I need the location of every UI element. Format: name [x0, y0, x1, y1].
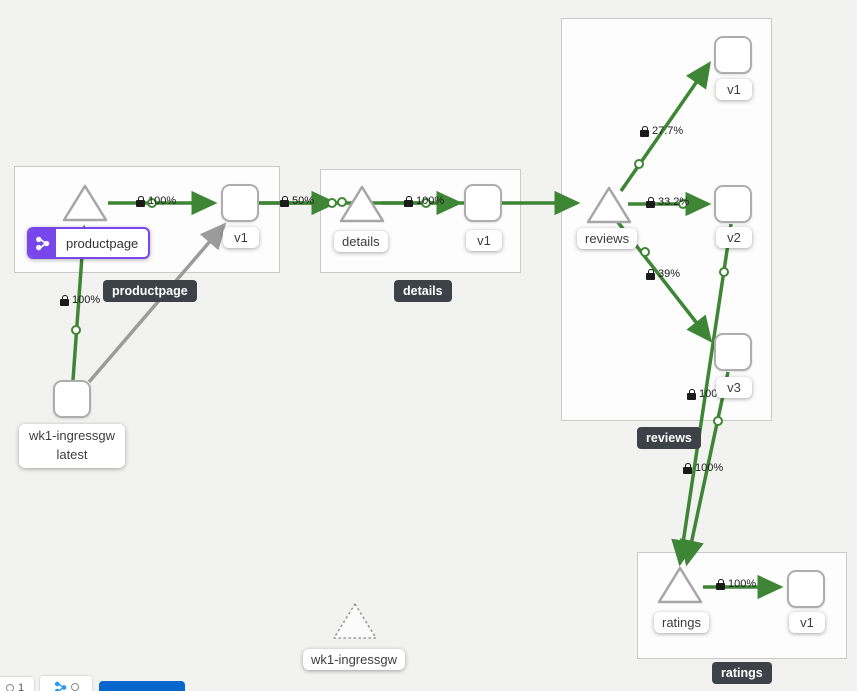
node-label-idle-ingressgw[interactable]: wk1-ingressgw — [303, 649, 405, 670]
edge-label-ratings-to-v1: 100% — [716, 578, 756, 590]
edge-label-reviews-to-v2: 33.2% — [646, 196, 689, 208]
legend-button[interactable] — [99, 681, 185, 691]
workload-node-productpage-v1[interactable] — [221, 184, 259, 222]
node-label-details-v1[interactable]: v1 — [466, 230, 502, 251]
node-label-ratings-v1[interactable]: v1 — [789, 612, 825, 633]
workload-node-ingressgw[interactable] — [53, 380, 91, 418]
node-label-reviews-v1[interactable]: v1 — [716, 79, 752, 100]
mtls-lock-icon — [60, 294, 69, 306]
edge-waypoint — [713, 416, 723, 426]
edge-label-details-to-v1: 100% — [404, 195, 444, 207]
edge-label-ppv1-to-details: 50% — [280, 195, 314, 207]
node-label-reviews[interactable]: reviews — [577, 228, 638, 249]
edge-waypoint — [640, 247, 650, 257]
edge-waypoint — [634, 159, 644, 169]
edge-reviews-v3-to-ratings[interactable] — [679, 371, 730, 567]
triangle-icon — [586, 186, 632, 224]
mtls-lock-icon — [404, 195, 413, 207]
mtls-lock-icon — [716, 578, 725, 590]
node-label-text: productpage — [66, 235, 139, 251]
mtls-lock-icon — [683, 462, 692, 474]
mtls-lock-icon — [280, 195, 289, 207]
edge-waypoint — [421, 198, 431, 208]
code-branch-icon — [54, 681, 66, 691]
edge-reviews-v2-to-ratings[interactable] — [671, 223, 733, 567]
service-node-idle-ingressgw[interactable] — [331, 600, 379, 642]
mtls-lock-icon — [646, 196, 655, 208]
toolbar-count: 1 — [17, 682, 25, 691]
workload-version: latest — [56, 446, 88, 462]
ring-icon — [70, 683, 79, 691]
edge-waypoint — [719, 267, 729, 277]
service-node-details[interactable] — [338, 183, 386, 225]
code-branch-icon — [29, 229, 56, 257]
selected-node-label-productpage[interactable]: productpage — [27, 227, 151, 259]
mtls-lock-icon — [640, 125, 649, 137]
edge-waypoint — [147, 198, 157, 208]
group-badge-ratings[interactable]: ratings — [712, 662, 772, 684]
badge-ring-icon — [5, 684, 14, 691]
toolbar-partial-button-1[interactable]: 1 — [0, 677, 34, 691]
edge-label-reviews-to-v3: 39% — [646, 268, 680, 280]
workload-node-ratings-v1[interactable] — [787, 570, 825, 608]
node-label-ratings[interactable]: ratings — [654, 612, 710, 633]
node-label-details[interactable]: details — [334, 231, 388, 252]
service-node-ratings[interactable] — [656, 564, 704, 606]
edge-label-reviews-to-v1: 27.7% — [640, 125, 683, 137]
workload-node-details-v1[interactable] — [464, 184, 502, 222]
edge-reviews-service-to-v1[interactable] — [619, 61, 711, 192]
mtls-lock-icon — [136, 195, 145, 207]
triangle-icon — [62, 184, 108, 222]
dashed-triangle-icon — [333, 603, 377, 639]
group-badge-details[interactable]: details — [394, 280, 452, 302]
triangle-icon — [657, 566, 703, 604]
workload-name: wk1-ingressgw — [29, 428, 115, 443]
edge-waypoint — [337, 197, 347, 207]
edge-label-ingress-to-productpage: 100% — [60, 294, 100, 306]
node-label-reviews-v2[interactable]: v2 — [716, 227, 752, 248]
triangle-icon — [339, 185, 385, 223]
group-badge-reviews[interactable]: reviews — [637, 427, 701, 449]
node-label-ingressgw[interactable]: wk1-ingressgw latest — [19, 424, 125, 468]
service-node-productpage[interactable] — [61, 182, 109, 224]
workload-node-reviews-v2[interactable] — [714, 185, 752, 223]
toolbar-partial-button-2[interactable] — [40, 676, 92, 691]
service-node-reviews[interactable] — [585, 184, 633, 226]
workload-node-reviews-v1[interactable] — [714, 36, 752, 74]
edge-label-v3-to-ratings: 100% — [683, 462, 723, 474]
workload-node-reviews-v3[interactable] — [714, 333, 752, 371]
mtls-lock-icon — [646, 268, 655, 280]
edge-waypoint — [327, 198, 337, 208]
node-label-productpage-v1[interactable]: v1 — [223, 227, 259, 248]
mtls-lock-icon — [687, 388, 696, 400]
group-badge-productpage[interactable]: productpage — [103, 280, 197, 302]
node-label-reviews-v3[interactable]: v3 — [716, 377, 752, 398]
edge-waypoint — [71, 325, 81, 335]
edge-ingress-to-productpage-v1[interactable] — [87, 222, 227, 384]
edge-label-productpage-to-v1: 100% — [136, 195, 176, 207]
